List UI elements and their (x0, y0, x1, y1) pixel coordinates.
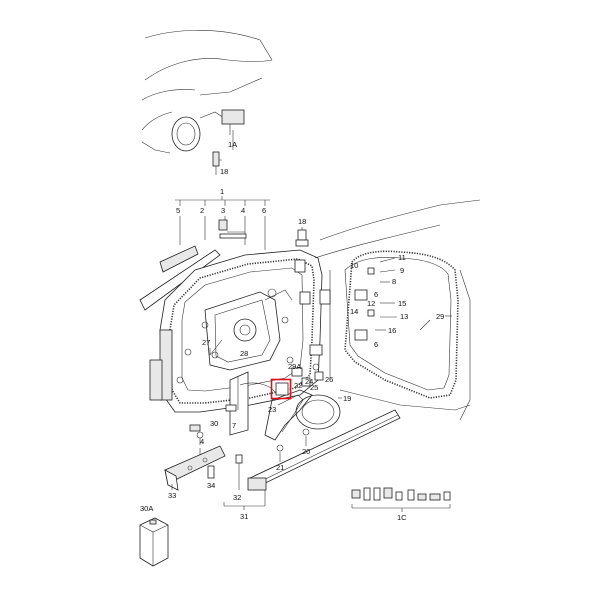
callout-32: 32 (233, 493, 241, 502)
callout-13: 13 (400, 312, 408, 321)
callout-6-lower: 6 (374, 340, 378, 349)
callout-24: 24 (305, 377, 313, 386)
callout-1: 1 (220, 187, 224, 196)
callout-5: 5 (176, 206, 180, 215)
callout-4-lower: 4 (200, 437, 204, 446)
callout-1C: 1C (397, 513, 407, 522)
callout-11: 11 (398, 253, 406, 262)
callout-3: 3 (221, 206, 225, 215)
callout-7: 7 (232, 421, 236, 430)
callout-4-top: 4 (241, 206, 245, 215)
part-30A-box (139, 517, 169, 567)
callout-19: 19 (343, 394, 351, 403)
callout-26: 26 (325, 375, 333, 384)
callout-29: 29 (436, 312, 444, 321)
callout-6-hinge: 6 (374, 290, 378, 299)
fastener-kit-1C (351, 487, 451, 501)
bracket-33 (164, 445, 226, 491)
callout-2: 2 (200, 206, 204, 215)
door-shell (149, 249, 323, 413)
callout-6: 6 (262, 206, 266, 215)
callout-30A: 30A (140, 504, 153, 513)
door-trim-strips (139, 219, 247, 311)
callout-18-top: 18 (220, 167, 228, 176)
sill-strip (247, 409, 401, 491)
callout-14: 14 (350, 307, 358, 316)
car-overview-illustration (141, 30, 273, 175)
callout-18-door: 18 (298, 217, 306, 226)
callout-8: 8 (392, 277, 396, 286)
callout-1A: 1A (228, 140, 237, 149)
callout-25: 25 (310, 383, 318, 392)
highlight-box (270, 378, 292, 400)
callout-23: 23 (268, 405, 276, 414)
body-door-opening (314, 199, 481, 421)
callout-33: 33 (168, 491, 176, 500)
lock-cable-assembly (239, 344, 341, 452)
callout-16: 16 (388, 326, 396, 335)
callout-10: 10 (350, 261, 358, 270)
lower-trim-pieces (189, 371, 249, 436)
callout-20: 20 (302, 447, 310, 456)
group-1-bracket (175, 196, 270, 206)
callout-22: 22 (294, 381, 302, 390)
callout-29A: 29A (288, 362, 301, 371)
callout-31: 31 (240, 512, 248, 521)
callout-21: 21 (276, 463, 284, 472)
callout-34: 34 (207, 481, 215, 490)
callout-12: 12 (367, 299, 375, 308)
callout-9: 9 (400, 266, 404, 275)
callout-15: 15 (398, 299, 406, 308)
callout-30: 30 (210, 419, 218, 428)
callout-27: 27 (202, 338, 210, 347)
callout-28: 28 (240, 349, 248, 358)
